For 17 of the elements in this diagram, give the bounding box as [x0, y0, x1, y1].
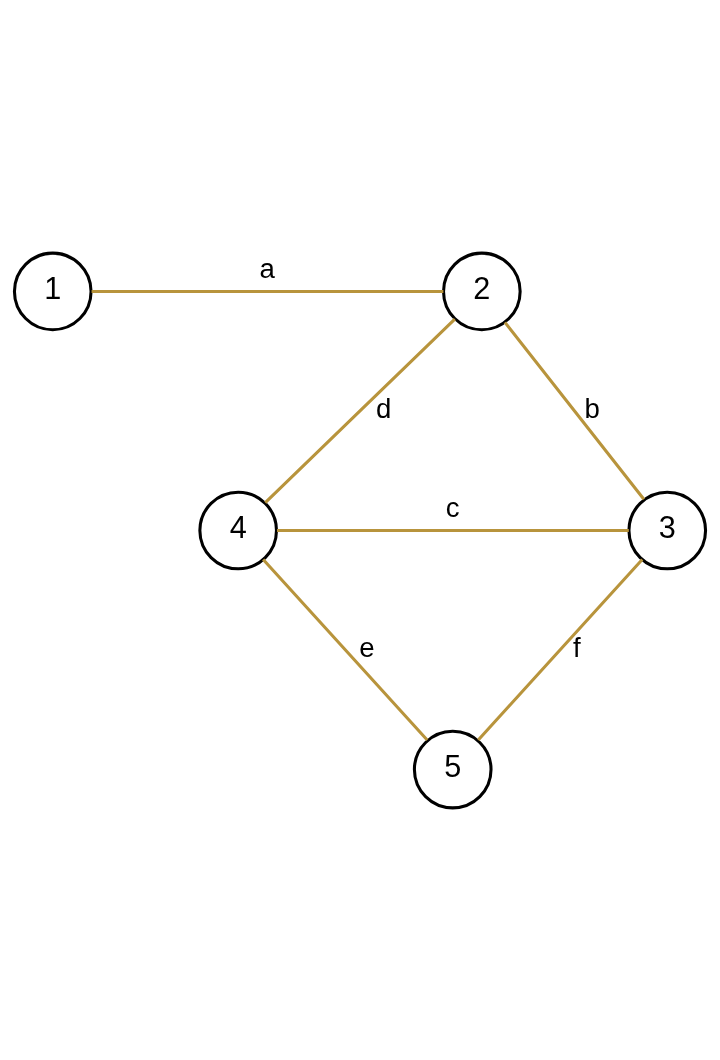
edge-label: c	[445, 491, 460, 523]
node-circle: 3	[627, 490, 708, 570]
connector	[262, 558, 429, 741]
edge-label: d	[376, 392, 392, 424]
connector	[277, 528, 629, 532]
edge-label: b	[584, 392, 600, 424]
connector	[503, 320, 646, 500]
node-circle: 4	[198, 490, 278, 570]
node-circle: 1	[12, 251, 93, 331]
edge-label: a	[259, 252, 275, 284]
node-circle: 2	[442, 251, 522, 331]
node-circle: 5	[412, 729, 493, 809]
connector	[477, 558, 644, 741]
edge-label: e	[359, 631, 375, 663]
connector	[91, 289, 444, 293]
edge-label: f	[573, 631, 581, 663]
connector	[264, 317, 456, 504]
